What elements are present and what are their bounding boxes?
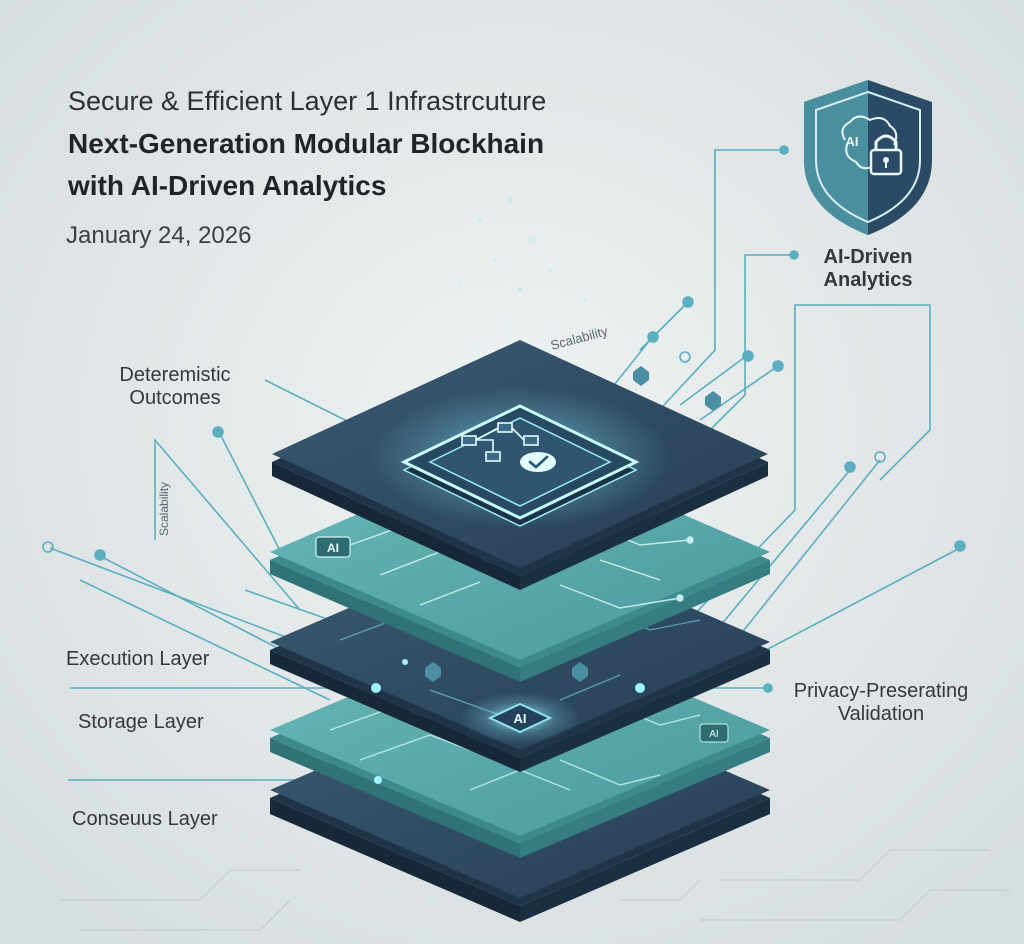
label-privacy-validation: Privacy-Preserating Validation: [776, 680, 986, 726]
label-deterministic-line1: Deteremistic: [119, 364, 231, 386]
label-consensus-layer: Conseuus Layer: [72, 808, 218, 830]
flowchart-icon: [461, 422, 539, 462]
label-execution-layer: Execution Layer: [66, 648, 210, 670]
check-icon: [520, 452, 556, 472]
background-circuit-pattern: [60, 849, 1010, 931]
header-subtitle: Secure & Efficient Layer 1 Infrastrcutur…: [68, 86, 547, 116]
particles: [458, 198, 587, 302]
label-ai-driven-analytics: AI-Driven Analytics: [790, 246, 946, 292]
label-deterministic-outcomes: Deteremistic Outcomes: [100, 364, 250, 410]
label-privacy-line1: Privacy-Preserating: [793, 680, 969, 702]
lock-icon: [869, 134, 903, 176]
shield-ai-text: AI: [846, 134, 859, 149]
hex-node: [705, 391, 721, 411]
hex-node: [425, 662, 441, 682]
layer-slab-top: [272, 340, 768, 590]
chip-small-label: AI: [709, 729, 718, 740]
label-deterministic-line2: Outcomes: [129, 387, 221, 409]
page-title-line1: Next-Generation Modular Blockhain: [68, 128, 545, 159]
label-privacy-line2: Validation: [837, 703, 925, 725]
ai-chip-center: [487, 702, 553, 734]
hex-node: [572, 662, 588, 682]
label-storage-layer: Storage Layer: [78, 711, 204, 733]
date-label: January 24, 2026: [66, 222, 252, 249]
ai-chip-top-label: AI: [327, 541, 339, 555]
label-ai-analytics-line1: AI-Driven: [823, 246, 913, 268]
label-ai-analytics-line2: Analytics: [823, 269, 913, 291]
hex-node: [633, 366, 649, 386]
ai-chip-center-label: AI: [514, 711, 527, 726]
chip-small: [699, 723, 729, 743]
brain-icon: [841, 115, 898, 170]
scalability-label-left: Scalability: [157, 482, 171, 536]
glow-dots: [371, 659, 645, 784]
ai-chip-top: [315, 536, 351, 558]
page-title-line2: with AI-Driven Analytics: [68, 170, 387, 201]
